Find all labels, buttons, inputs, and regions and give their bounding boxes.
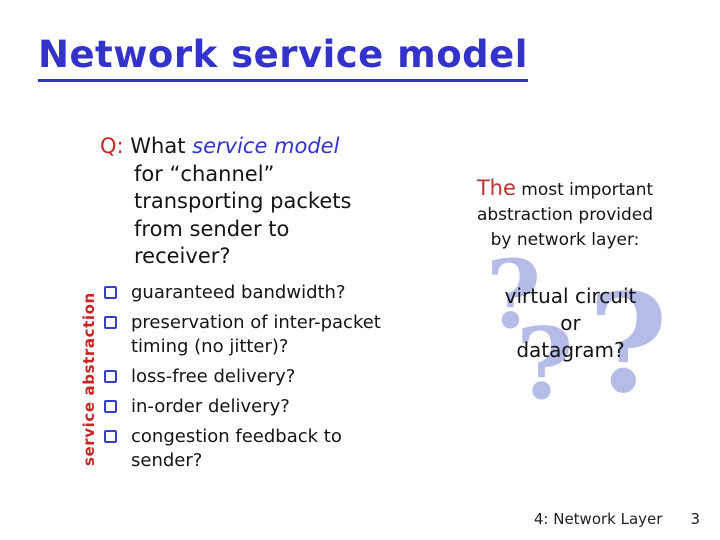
bullet-text: congestion feedback to: [131, 426, 342, 447]
answer-line-3: datagram?: [516, 338, 625, 362]
slide-footer: 4: Network Layer 3: [534, 510, 700, 528]
intro-line-2: abstraction provided: [476, 205, 654, 225]
intro-line-1-rest: most important: [515, 180, 654, 200]
square-bullet-icon: [104, 316, 117, 329]
list-item: guaranteed bandwidth?: [104, 281, 404, 305]
bullet-list: guaranteed bandwidth? preservation of in…: [104, 281, 404, 479]
bullet-text: sender?: [131, 450, 203, 471]
square-bullet-icon: [104, 286, 117, 299]
question-line-3: transporting packets: [134, 189, 352, 213]
question-mark-icon: ?: [588, 264, 668, 424]
bullet-text: timing (no jitter)?: [131, 336, 289, 357]
list-item: in-order delivery?: [104, 395, 404, 419]
question-line-1: Q: What service model: [100, 133, 454, 161]
list-item: congestion feedback to sender?: [104, 425, 404, 473]
intro-line-1: The most important: [440, 176, 690, 203]
bullet-text: loss-free delivery?: [131, 366, 296, 387]
footer-page-number: 3: [690, 510, 700, 528]
question-prefix: Q:: [100, 134, 124, 158]
answer-line-1: virtual circuit: [504, 284, 637, 308]
right-intro: The most important abstraction provided …: [440, 176, 690, 253]
list-item: preservation of inter-packet timing (no …: [104, 311, 404, 359]
question-mark-icon: ?: [486, 240, 542, 350]
bullet-text: guaranteed bandwidth?: [131, 282, 346, 303]
side-label-service-abstraction: service abstraction: [80, 292, 98, 466]
question-line-5: receiver?: [134, 244, 231, 268]
question-line-4: from sender to: [134, 216, 290, 241]
bullet-text: preservation of inter-packet: [131, 312, 381, 333]
footer-section-label: 4: Network Layer: [533, 510, 663, 528]
answer-text: virtual circuit or datagram?: [463, 283, 678, 364]
list-item: loss-free delivery?: [104, 365, 404, 389]
question-mark-icon: ?: [516, 307, 574, 422]
answer-line-2: or: [560, 311, 581, 335]
question-lead: What: [123, 134, 193, 158]
square-bullet-icon: [104, 430, 117, 443]
question-line-2: for “channel”: [134, 161, 275, 186]
bullet-text: in-order delivery?: [131, 396, 290, 417]
question-emphasis: service model: [192, 134, 340, 158]
square-bullet-icon: [104, 370, 117, 383]
square-bullet-icon: [104, 400, 117, 413]
slide-title: Network service model: [38, 33, 528, 82]
question-block: Q: What service model for “channel” tran…: [100, 133, 454, 271]
intro-line-3: by network layer:: [490, 230, 640, 250]
intro-highlight: The: [476, 176, 516, 200]
